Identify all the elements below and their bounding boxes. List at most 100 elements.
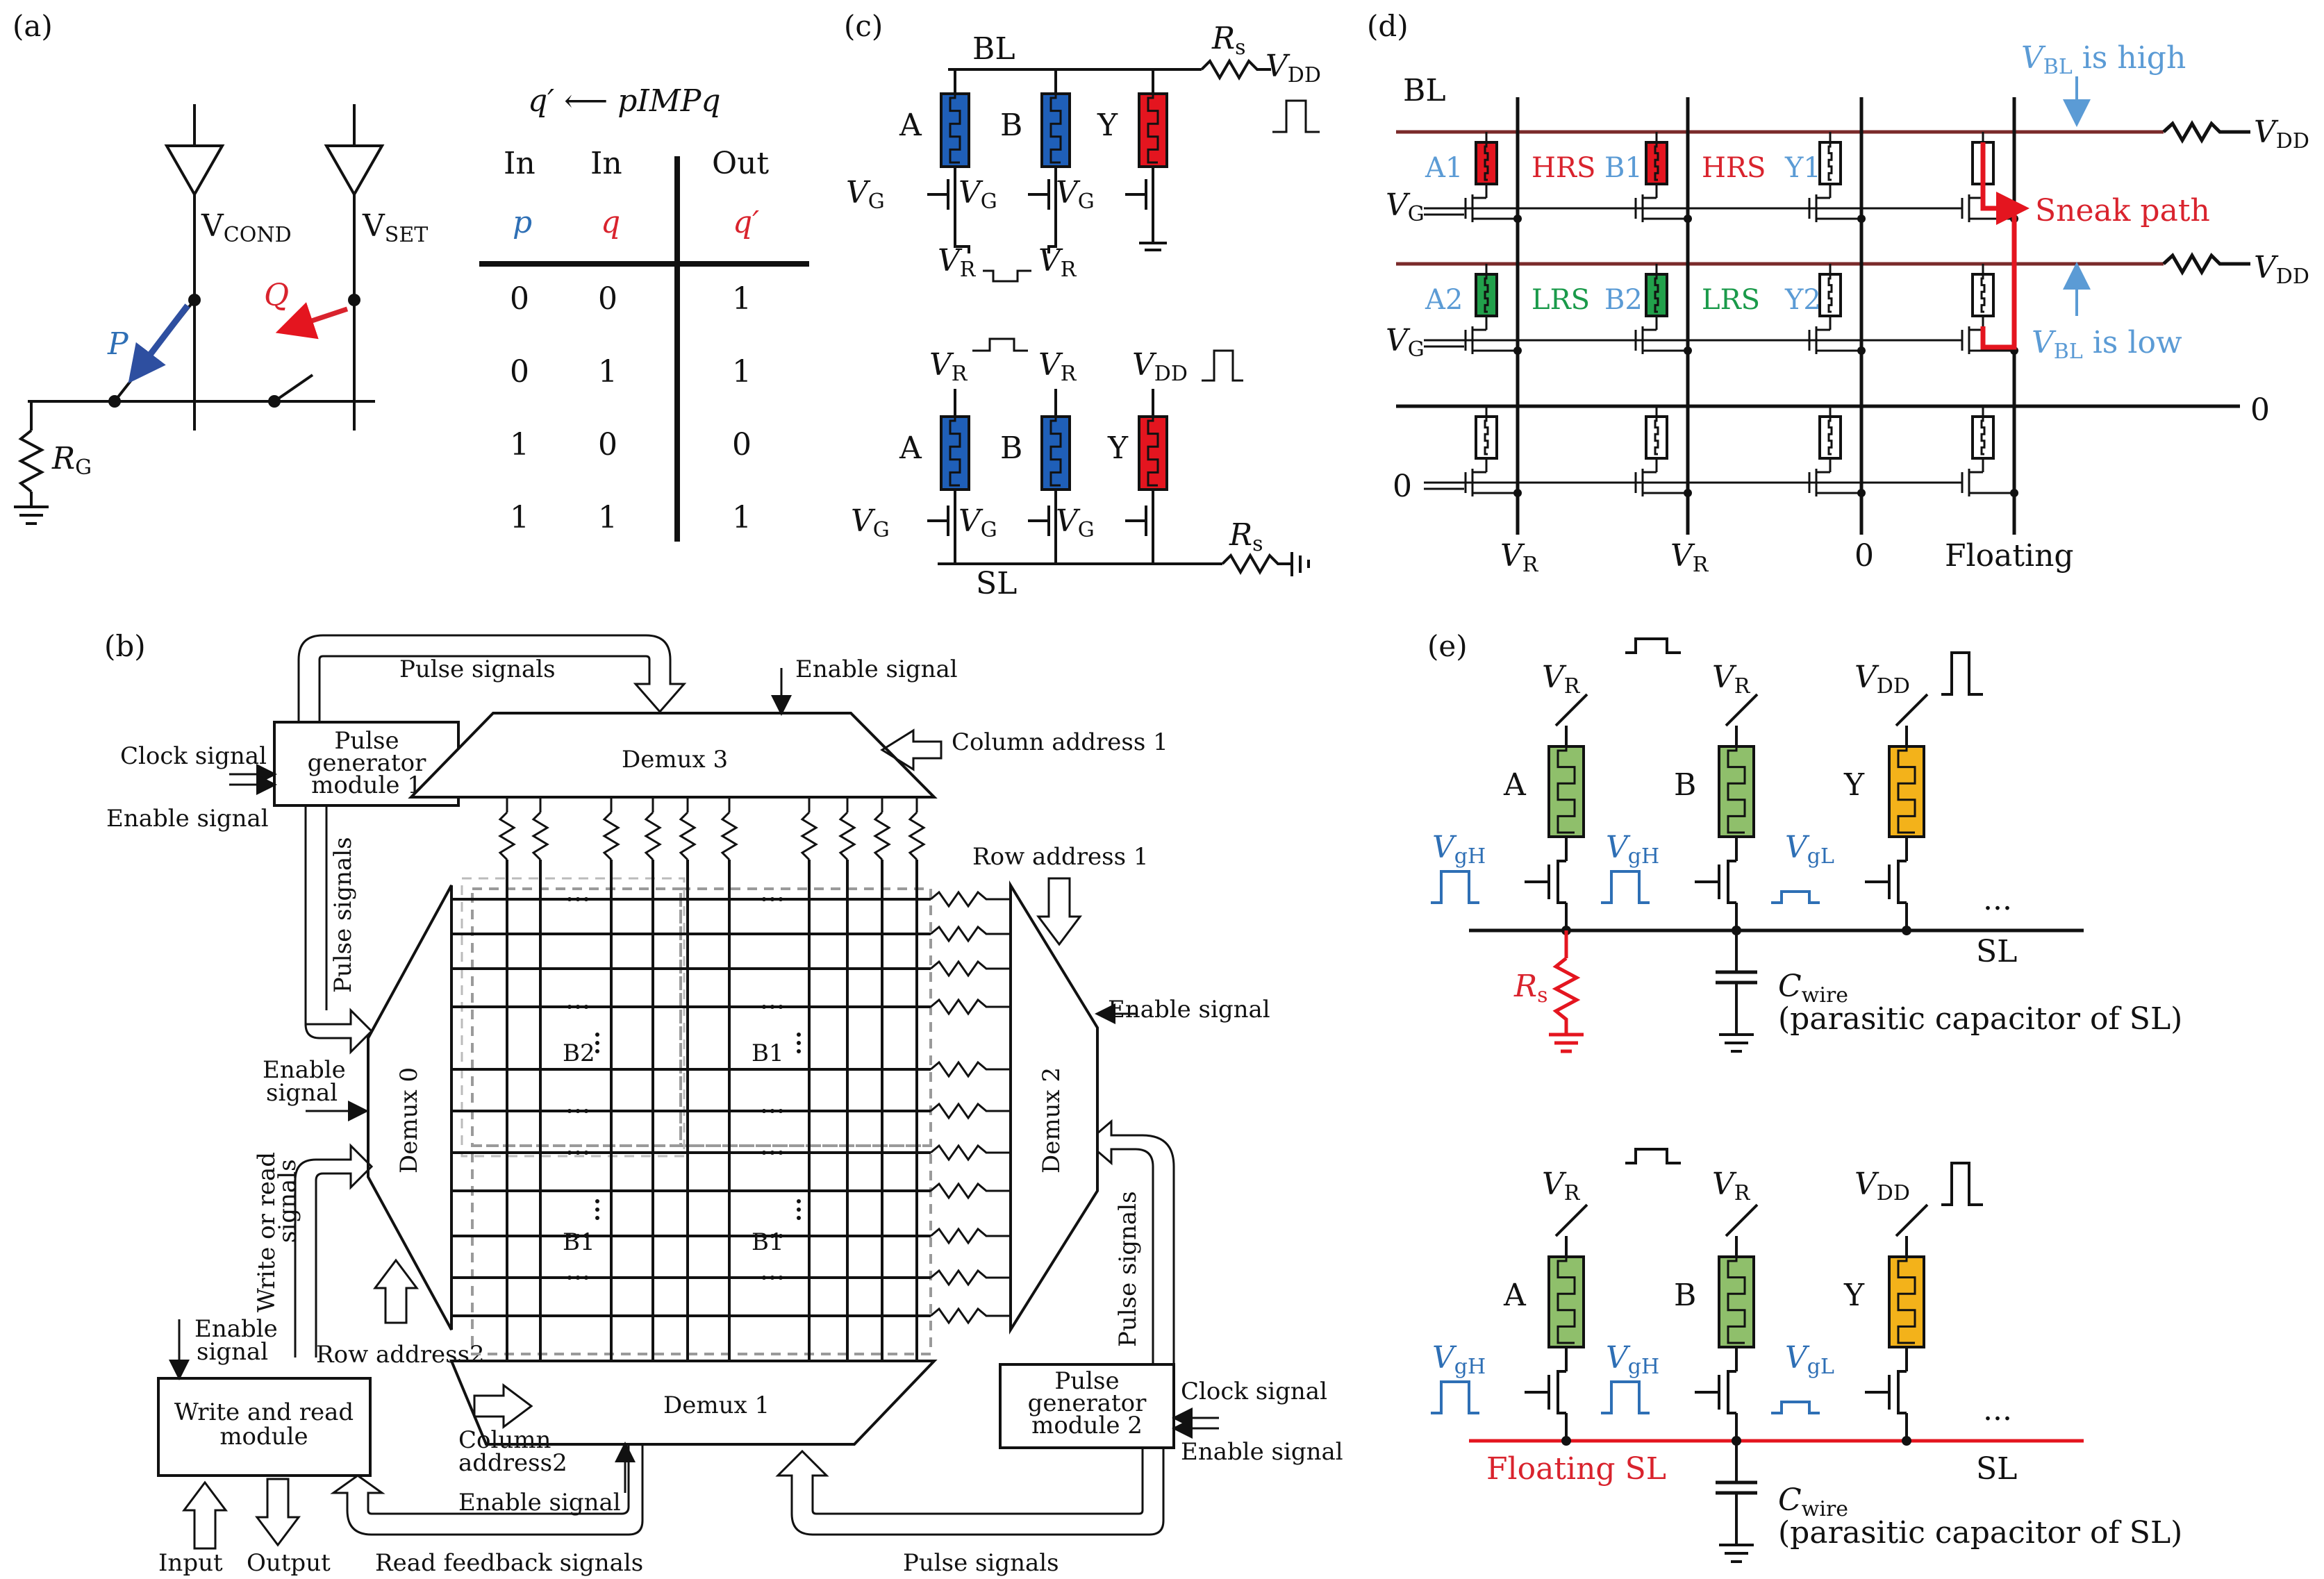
ellipsis-dot bbox=[576, 1005, 580, 1009]
e-cell bbox=[1718, 1255, 1755, 1348]
panel-a: (a) VCOND VSET P Q bbox=[13, 9, 809, 542]
ellipsis-dot bbox=[595, 1049, 599, 1053]
enable-wr-l1: Enable bbox=[194, 1315, 278, 1343]
e-top-circuit bbox=[1431, 637, 2084, 1053]
e-cell bbox=[1888, 1255, 1925, 1348]
e-bot-b: B bbox=[1674, 1278, 1696, 1313]
pulse-gen1-l1: Pulse bbox=[334, 727, 399, 755]
row-resistor bbox=[930, 1060, 1011, 1078]
ellipsis-dot bbox=[770, 1276, 774, 1280]
ellipsis-dot bbox=[779, 1276, 783, 1280]
table-var-p: p bbox=[513, 205, 532, 240]
write-read-l2: signals bbox=[274, 1159, 301, 1243]
e-switch bbox=[1895, 1203, 1929, 1237]
row-resistor bbox=[930, 1269, 1011, 1287]
c-vg2-bot: VG bbox=[958, 503, 997, 542]
e-cell bbox=[1888, 745, 1925, 838]
d-cell bbox=[1818, 273, 1842, 317]
b-memory-array bbox=[451, 797, 1011, 1361]
table-cell: 1 bbox=[598, 354, 617, 390]
ellipsis-dot bbox=[762, 897, 766, 901]
c-bl-label: BL bbox=[972, 31, 1015, 67]
ellipsis-dot bbox=[779, 1234, 783, 1238]
table-cell: 1 bbox=[732, 281, 752, 317]
b1-label-a: B1 bbox=[752, 1039, 784, 1067]
ellipsis-dot bbox=[770, 1234, 774, 1238]
pulse-gen2-l2: generator bbox=[1028, 1389, 1147, 1417]
demux-2 bbox=[1009, 880, 1099, 1335]
ellipsis-dot bbox=[770, 1151, 774, 1155]
memristor-c-top bbox=[940, 92, 970, 168]
e-top-b: B bbox=[1674, 767, 1696, 803]
panel-label-d: (d) bbox=[1367, 9, 1409, 43]
panel-label-a: (a) bbox=[13, 9, 53, 43]
e-gate-pulse bbox=[1771, 1401, 1820, 1414]
e-gate-pulse bbox=[1431, 1380, 1479, 1414]
row-resistor bbox=[930, 998, 1011, 1016]
e-bot-vgl: VgL bbox=[1785, 1340, 1834, 1379]
demux1-label: Demux 1 bbox=[663, 1392, 770, 1419]
table-header-in-p: In bbox=[504, 146, 536, 181]
ellipsis-dot bbox=[762, 1151, 766, 1155]
e-bot-y: Y bbox=[1843, 1278, 1865, 1313]
ellipsis-dot bbox=[779, 1005, 783, 1009]
clock-signal-1: Clock signal bbox=[120, 742, 267, 770]
ellipsis-dot bbox=[567, 1276, 572, 1280]
table-cell: 1 bbox=[732, 500, 752, 535]
e-top-y: Y bbox=[1843, 767, 1865, 803]
ellipsis-dot bbox=[797, 1216, 801, 1220]
bl-resistor bbox=[2162, 120, 2250, 144]
transistor-c-top bbox=[927, 174, 956, 215]
e-bot-vr1: VR bbox=[1542, 1167, 1581, 1205]
enable-left-l2: signal bbox=[266, 1079, 338, 1107]
d-vbl-low: VBL is low bbox=[2032, 325, 2182, 364]
vset-label: VSET bbox=[362, 208, 428, 247]
e-bot-a: A bbox=[1503, 1278, 1527, 1313]
col-resistor bbox=[602, 811, 620, 861]
c-top-cells bbox=[927, 69, 1168, 253]
ellipsis-dot bbox=[595, 1033, 599, 1037]
table-header-out: Out bbox=[712, 146, 769, 181]
transistor-c-top bbox=[1028, 174, 1057, 215]
d-crossbar-array bbox=[1396, 97, 2250, 535]
enable-signal-right: Enable signal bbox=[1108, 996, 1270, 1024]
e-top-rs: Rs bbox=[1513, 969, 1548, 1008]
rg-label: RG bbox=[51, 441, 92, 480]
pulse-gen2-l3: module 2 bbox=[1031, 1412, 1143, 1439]
demux-3 bbox=[408, 712, 938, 799]
e-cell bbox=[1718, 745, 1755, 838]
col-addr1-arrow bbox=[880, 728, 943, 771]
ellipsis-dot bbox=[779, 1151, 783, 1155]
ellipsis-dot bbox=[797, 1049, 801, 1053]
ellipsis-dot bbox=[797, 1208, 801, 1212]
read-feedback-label: Read feedback signals bbox=[375, 1549, 643, 1577]
e-top-parasitic: (parasitic capacitor of SL) bbox=[1778, 1001, 2182, 1037]
table-var-qp: q′ bbox=[733, 205, 759, 240]
e-switch bbox=[1725, 1203, 1759, 1237]
table-cell: 1 bbox=[732, 354, 752, 390]
c-vr1-bot: VR bbox=[929, 347, 968, 386]
e-bot-floating-sl: Floating SL bbox=[1486, 1451, 1666, 1487]
d-cell bbox=[1645, 141, 1668, 185]
col-resistor bbox=[531, 811, 549, 861]
table-header-in-q: In bbox=[590, 146, 622, 181]
col-addr2-arrow bbox=[473, 1383, 533, 1429]
d-vg1: VG bbox=[1386, 187, 1425, 226]
d-vdd1: VDD bbox=[2254, 115, 2309, 153]
panel-b: (b) Pulse generator module 1 Clock signa… bbox=[104, 629, 1343, 1577]
q-arrow bbox=[275, 302, 349, 340]
d-cell bbox=[1971, 273, 1995, 317]
ellipsis-dot bbox=[762, 1234, 766, 1238]
ellipsis-dot bbox=[584, 1276, 588, 1280]
e-bot-dots: ... bbox=[1983, 1392, 2012, 1428]
demux2-label: Demux 2 bbox=[1038, 1067, 1065, 1173]
e-vr-pulse bbox=[1625, 637, 1681, 654]
e-vdd-pulse bbox=[1941, 1162, 1983, 1206]
d-cell bbox=[1475, 273, 1498, 317]
e-top-vgh2: VgH bbox=[1606, 830, 1659, 869]
d-cell bbox=[1971, 415, 1995, 460]
c-vg1-bot: VG bbox=[851, 503, 890, 542]
e-top-vgh1: VgH bbox=[1432, 830, 1486, 869]
sneak-path bbox=[1980, 142, 2017, 350]
d-b2: B2 bbox=[1604, 284, 1643, 316]
